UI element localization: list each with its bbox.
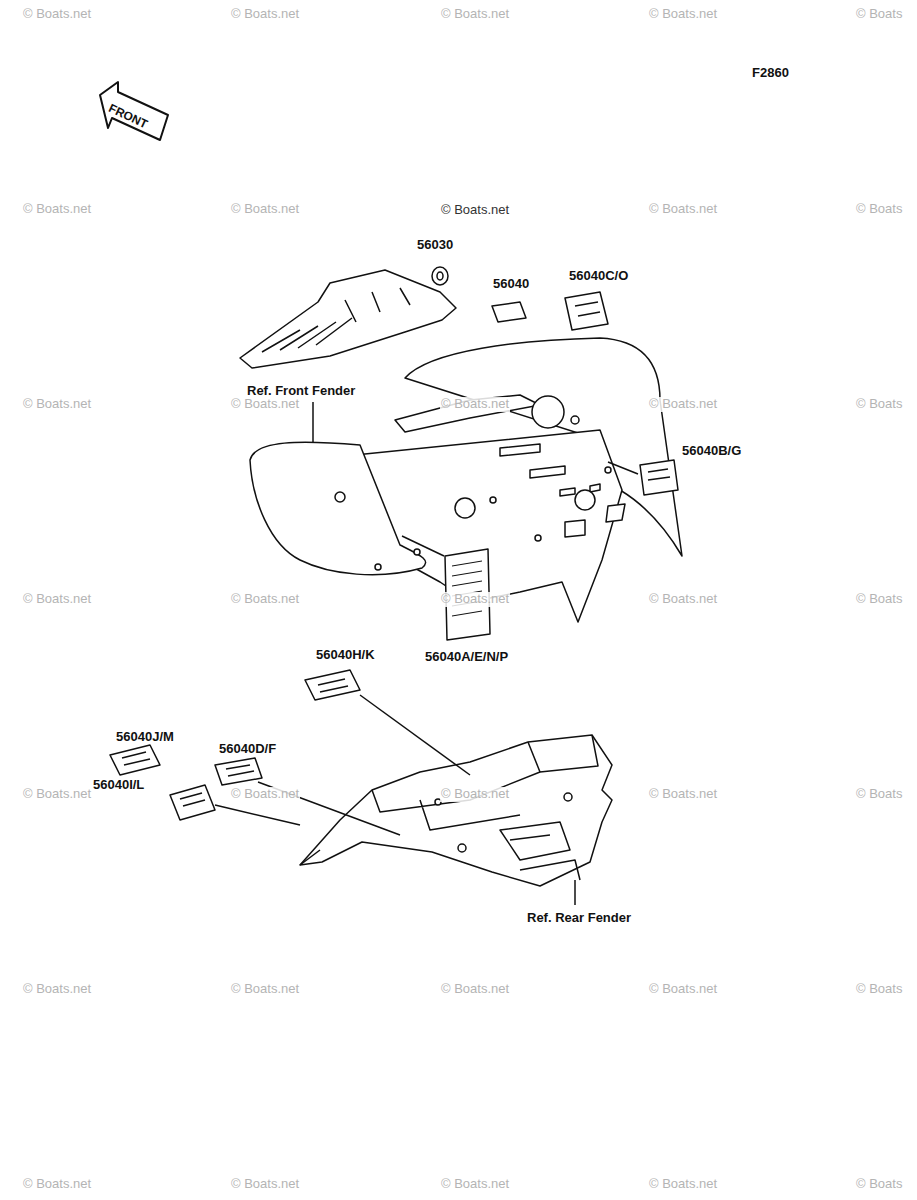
hole [490, 497, 496, 503]
front-arrow [100, 82, 168, 140]
watermark: © Boats.net [648, 787, 718, 802]
hole [335, 492, 345, 502]
watermark: © Boats.net [440, 982, 510, 997]
leader-line [360, 695, 470, 775]
watermark: © Boats.net [230, 982, 300, 997]
watermark: © Boats.net [22, 1177, 92, 1192]
callout-number: 56040A/E/N/P [425, 650, 508, 665]
watermark: © Boats.net [440, 1177, 510, 1192]
sticker [110, 745, 160, 775]
sticker-print [452, 561, 482, 616]
hole [571, 416, 579, 424]
sticker [492, 302, 526, 322]
watermark: © Boats.net [440, 203, 510, 218]
watermark: © Boats [855, 592, 903, 607]
callout-number: 56040B/G [682, 444, 741, 459]
leader-line [215, 805, 300, 825]
rear-fender-detail [372, 772, 570, 860]
sticker-print [226, 765, 254, 776]
watermark: © Boats.net [648, 397, 718, 412]
body-detail [500, 444, 600, 496]
hole [455, 498, 475, 518]
hole [564, 793, 572, 801]
watermark: © Boats.net [22, 787, 92, 802]
watermark: © Boats [855, 202, 903, 217]
leader-line [402, 536, 444, 556]
watermark: © Boats.net [648, 7, 718, 22]
watermark: © Boats [855, 982, 903, 997]
reference-label: Ref. Rear Fender [527, 911, 631, 926]
rear-fender-box [528, 735, 598, 772]
callout-number: 56040 [493, 277, 529, 292]
rack-slats [262, 288, 410, 352]
watermark: © Boats.net [440, 7, 510, 22]
watermark: © Boats.net [22, 202, 92, 217]
watermark: © Boats [855, 1177, 903, 1192]
hole [605, 467, 611, 473]
watermark: © Boats.net [230, 397, 300, 412]
sticker [640, 460, 678, 495]
hole [375, 564, 381, 570]
sticker [565, 292, 608, 330]
washer-hole [437, 272, 443, 280]
figure-code: F2860 [752, 66, 789, 81]
sticker [215, 758, 262, 785]
switch-box [565, 504, 625, 537]
watermark: © Boats.net [440, 592, 510, 607]
watermark: © Boats.net [648, 982, 718, 997]
callout-number: 56030 [417, 238, 453, 253]
hole [535, 535, 541, 541]
sticker-print [318, 679, 348, 692]
watermark: © Boats [855, 397, 903, 412]
front-rack [240, 270, 456, 368]
callout-number: 56040I/L [93, 778, 144, 793]
watermark: © Boats.net [230, 1177, 300, 1192]
hole [575, 490, 595, 510]
watermark: © Boats.net [230, 787, 300, 802]
callout-number: 56040H/K [316, 648, 375, 663]
watermark: © Boats [855, 7, 903, 22]
watermark: © Boats [855, 787, 903, 802]
sticker-print [648, 469, 670, 480]
sticker [170, 785, 215, 820]
watermark: © Boats.net [22, 592, 92, 607]
callout-number: 56040J/M [116, 730, 174, 745]
hole [414, 549, 420, 555]
watermark: © Boats.net [22, 397, 92, 412]
leader-line [574, 880, 576, 905]
watermark: © Boats.net [440, 397, 510, 412]
watermark: © Boats.net [22, 982, 92, 997]
callout-number: 56040D/F [219, 742, 276, 757]
sticker-print [122, 752, 150, 765]
watermark: © Boats.net [230, 202, 300, 217]
watermark: © Boats.net [648, 592, 718, 607]
watermark: © Boats.net [440, 787, 510, 802]
hole [458, 844, 466, 852]
watermark: © Boats.net [230, 7, 300, 22]
fuel-cap-hole [532, 396, 564, 428]
watermark: © Boats.net [648, 202, 718, 217]
sticker [305, 670, 360, 700]
front-fender-left [250, 442, 426, 574]
rear-fender-edge [300, 850, 580, 880]
sticker-print [180, 793, 205, 806]
rear-fender [300, 735, 612, 886]
sticker-print [575, 302, 600, 316]
watermark: © Boats.net [648, 1177, 718, 1192]
callout-number: 56040C/O [569, 269, 628, 284]
watermark: © Boats.net [230, 592, 300, 607]
watermark: © Boats.net [22, 7, 92, 22]
washer-56030 [432, 267, 448, 285]
front-fender-ridge [395, 395, 540, 432]
leader-line [608, 462, 638, 474]
